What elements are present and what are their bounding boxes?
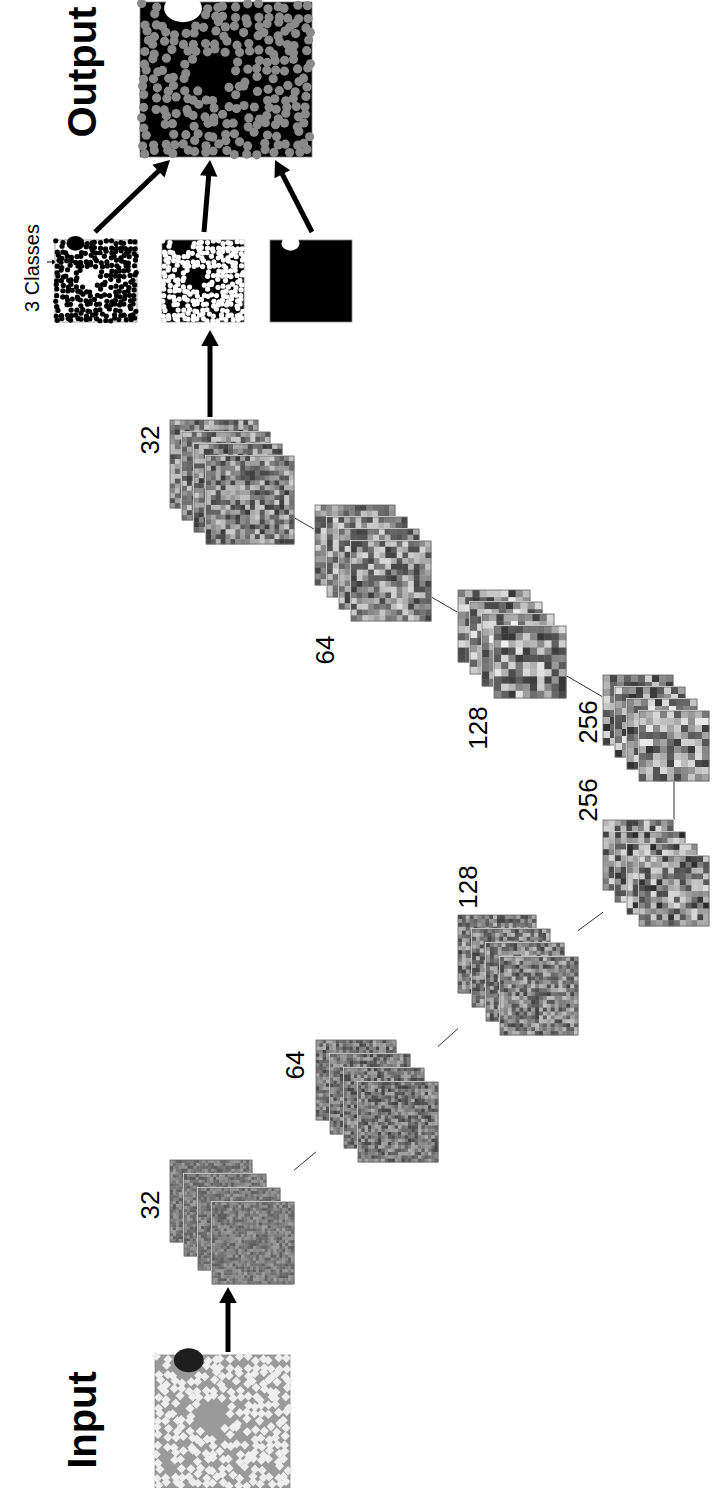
feature-stack: 64 bbox=[316, 1040, 438, 1162]
feature-map bbox=[614, 831, 686, 903]
arrowhead bbox=[219, 1287, 237, 1303]
connector-line bbox=[294, 1152, 316, 1170]
link-line bbox=[438, 1029, 458, 1047]
feature-stack-art bbox=[458, 590, 566, 698]
connector-line bbox=[431, 597, 458, 613]
arrowhead bbox=[201, 330, 219, 346]
flow-arrow bbox=[95, 160, 312, 232]
class-label: 3 Classes bbox=[22, 224, 42, 312]
connector-line bbox=[204, 174, 209, 232]
class-maps: 3 Classes bbox=[50, 235, 357, 327]
feature-map bbox=[499, 956, 579, 1036]
feature-map bbox=[181, 431, 271, 521]
connector-line bbox=[566, 676, 603, 698]
feature-stack-art bbox=[170, 420, 294, 544]
connector-line bbox=[281, 172, 312, 232]
link-line bbox=[294, 518, 315, 530]
feature-map bbox=[343, 1067, 425, 1149]
feature-map bbox=[481, 613, 555, 687]
feature-stack: 32 bbox=[170, 420, 294, 544]
micrograph bbox=[137, 0, 315, 159]
feature-map bbox=[626, 843, 698, 915]
feature-stack: 32 bbox=[170, 1160, 294, 1284]
feature-stack: 128 bbox=[458, 590, 566, 698]
feature-map bbox=[471, 928, 551, 1008]
flow-arrow bbox=[201, 330, 219, 417]
link-line bbox=[674, 781, 675, 820]
connector-line bbox=[95, 170, 160, 232]
connector-line bbox=[578, 912, 603, 930]
channel-count: 32 bbox=[137, 1191, 163, 1220]
link-line bbox=[431, 597, 458, 613]
link-line bbox=[294, 1152, 316, 1170]
channel-count: 256 bbox=[575, 700, 601, 743]
feature-stack-art bbox=[603, 675, 709, 781]
channel-count: 128 bbox=[465, 706, 491, 749]
micrograph bbox=[53, 236, 139, 324]
feature-stack-art bbox=[170, 1160, 294, 1284]
feature-map bbox=[485, 942, 565, 1022]
feature-stack: 256 bbox=[603, 675, 709, 781]
feature-map bbox=[493, 625, 567, 699]
feature-map bbox=[211, 1201, 295, 1285]
feature-map bbox=[350, 540, 432, 622]
connector-line bbox=[208, 344, 213, 417]
feature-stack-art bbox=[315, 505, 431, 621]
feature-map bbox=[169, 419, 259, 509]
feature-stack: 128 bbox=[458, 915, 578, 1035]
connector-line bbox=[438, 1029, 458, 1047]
feature-map bbox=[638, 710, 710, 782]
feature-map bbox=[197, 1187, 281, 1271]
feature-map bbox=[193, 443, 283, 533]
class-maps-art bbox=[50, 235, 357, 327]
output-image: Output bbox=[140, 2, 312, 157]
feature-stack-art bbox=[316, 1040, 438, 1162]
link-line bbox=[578, 912, 603, 930]
feature-stack-art bbox=[603, 820, 709, 926]
feature-map bbox=[638, 855, 710, 927]
connector-line bbox=[294, 518, 315, 530]
channel-count: 256 bbox=[575, 778, 601, 821]
panel-title: Output bbox=[62, 6, 102, 137]
connector-line bbox=[226, 1301, 231, 1352]
feature-stack: 256 bbox=[603, 820, 709, 926]
flow-arrow bbox=[219, 1287, 237, 1352]
feature-map bbox=[329, 1053, 411, 1135]
feature-map bbox=[183, 1173, 267, 1257]
feature-map bbox=[469, 601, 543, 675]
panel-title: Input bbox=[62, 1371, 102, 1469]
micrograph bbox=[270, 236, 352, 322]
channel-count: 32 bbox=[137, 426, 163, 455]
input-art bbox=[155, 1355, 290, 1488]
feature-map bbox=[315, 1039, 397, 1121]
channel-count: 128 bbox=[455, 865, 481, 908]
feature-stack: 64 bbox=[315, 505, 431, 621]
feature-map bbox=[614, 686, 686, 758]
feature-stack-art bbox=[458, 915, 578, 1035]
link-line bbox=[566, 676, 603, 698]
output-art bbox=[140, 2, 312, 157]
micrograph bbox=[152, 1348, 294, 1488]
channel-count: 64 bbox=[282, 1051, 308, 1080]
input-image: Input bbox=[155, 1355, 290, 1488]
feature-map bbox=[626, 698, 698, 770]
feature-map bbox=[457, 914, 537, 994]
feature-map bbox=[205, 455, 295, 545]
connector-line bbox=[674, 781, 675, 820]
micrograph bbox=[160, 238, 246, 323]
feature-map bbox=[357, 1081, 439, 1163]
channel-count: 64 bbox=[312, 636, 338, 665]
